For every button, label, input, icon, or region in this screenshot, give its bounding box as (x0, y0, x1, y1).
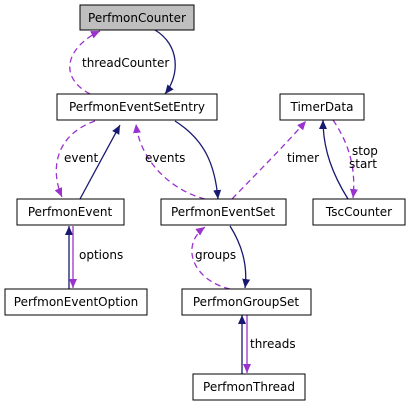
label-groups: groups (195, 248, 236, 262)
edge-groups (191, 226, 231, 290)
edge-event (54, 120, 96, 198)
edge-timer (231, 120, 307, 200)
edge-set-to-groupset (229, 225, 251, 289)
edge-event-to-entry (79, 124, 121, 200)
svg-text:PerfmonCounter: PerfmonCounter (88, 11, 186, 25)
label-timer: timer (287, 151, 319, 165)
svg-text:PerfmonEventOption: PerfmonEventOption (14, 295, 138, 309)
edge-events (133, 123, 206, 200)
label-events: events (145, 151, 185, 165)
svg-text:PerfmonEventSet: PerfmonEventSet (171, 205, 275, 219)
node-tsc-counter[interactable]: TscCounter (312, 198, 406, 226)
edge-stop-start (332, 119, 358, 199)
node-perfmon-counter: PerfmonCounter (79, 4, 195, 31)
label-start: start (349, 157, 377, 171)
svg-text:PerfmonThread: PerfmonThread (203, 380, 295, 394)
edge-entry-to-set (174, 120, 222, 200)
edge-counter-to-entry (154, 29, 176, 95)
svg-text:PerfmonGroupSet: PerfmonGroupSet (193, 295, 300, 309)
svg-text:TimerData: TimerData (290, 100, 354, 114)
svg-text:TscCounter: TscCounter (325, 205, 392, 219)
node-timer-data[interactable]: TimerData (279, 93, 365, 121)
svg-text:PerfmonEventSetEntry: PerfmonEventSetEntry (69, 100, 205, 114)
node-perfmon-event-set[interactable]: PerfmonEventSet (160, 198, 287, 226)
node-perfmon-event[interactable]: PerfmonEvent (16, 198, 125, 226)
label-options: options (79, 248, 123, 262)
node-perfmon-thread[interactable]: PerfmonThread (192, 373, 306, 401)
label-thread-counter: threadCounter (82, 56, 169, 70)
edge-thread-counter (69, 30, 101, 95)
node-perfmon-event-set-entry[interactable]: PerfmonEventSetEntry (56, 93, 218, 121)
svg-text:PerfmonEvent: PerfmonEvent (28, 205, 113, 219)
edge-tsc-to-timer (319, 119, 349, 200)
label-event: event (64, 151, 98, 165)
node-perfmon-group-set[interactable]: PerfmonGroupSet (181, 288, 312, 316)
node-perfmon-event-option[interactable]: PerfmonEventOption (4, 288, 148, 316)
label-threads: threads (250, 337, 296, 351)
label-stop: stop (352, 144, 378, 158)
